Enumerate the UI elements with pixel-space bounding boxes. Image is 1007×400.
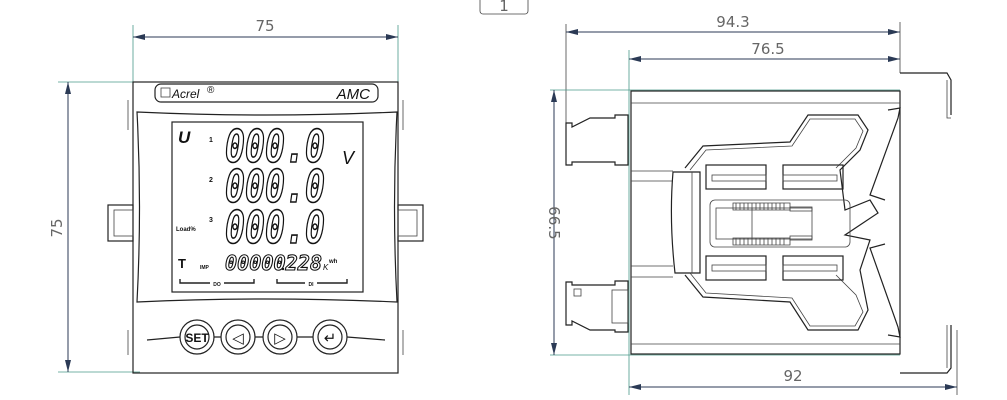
energy-value: 00000228 xyxy=(225,251,322,275)
view-marker: 1 xyxy=(479,0,529,15)
front-bezel xyxy=(900,72,952,374)
set-button[interactable]: SET xyxy=(179,319,215,355)
lcd-bezel xyxy=(136,111,398,303)
side-height-dimension: 66.5 xyxy=(545,89,900,356)
model-name: AMC xyxy=(336,86,371,103)
retaining-bracket xyxy=(684,114,879,331)
left-button[interactable]: ◁ xyxy=(220,319,256,355)
body-depth-value: 76.5 xyxy=(751,40,784,58)
overall-depth-dimension: 94.3 xyxy=(565,13,901,165)
do-label: DO xyxy=(213,282,221,288)
lcd-row-1: 000.0 xyxy=(225,122,325,173)
energy-unit-k: K xyxy=(323,263,329,272)
brand-header: Acrel ® AMC xyxy=(154,83,379,103)
enter-button[interactable]: ↵ xyxy=(312,319,348,355)
front-width-value: 75 xyxy=(255,17,274,35)
di-label: DI xyxy=(309,282,315,288)
brand-registered-mark: ® xyxy=(207,85,215,96)
front-height-value: 75 xyxy=(48,218,66,237)
row-index-2: 2 xyxy=(209,177,213,184)
front-height-dimension: 75 xyxy=(48,81,140,373)
total-symbol: T xyxy=(178,256,186,271)
load-percent-label: Load% xyxy=(176,227,196,233)
lcd-screen xyxy=(171,121,364,293)
energy-unit: wh xyxy=(328,259,338,265)
enter-icon: ↵ xyxy=(324,330,337,347)
terminal-slots xyxy=(705,164,844,281)
row-index-3: 3 xyxy=(209,217,213,224)
spring-mechanism xyxy=(709,199,851,248)
svg-text:SET: SET xyxy=(185,331,209,345)
right-arrow-icon: ▷ xyxy=(274,330,286,347)
side-height-value: 66.5 xyxy=(545,206,563,239)
body-depth-dimension: 76.5 xyxy=(628,40,900,395)
svg-text:1: 1 xyxy=(499,0,509,15)
lcd-row-3: 000.0 xyxy=(225,203,325,254)
mounting-clip xyxy=(670,171,701,274)
front-width-dimension: 75 xyxy=(132,17,399,92)
left-arrow-icon: ◁ xyxy=(232,330,244,347)
row-index-1: 1 xyxy=(209,137,213,144)
energy-tag: IMP xyxy=(200,265,210,271)
lcd-row-2: 000.0 xyxy=(225,162,325,213)
right-button[interactable]: ▷ xyxy=(262,319,298,355)
bottom-terminal-connector xyxy=(565,280,629,333)
side-view: 94.3 76.5 66.5 92 xyxy=(545,13,958,395)
front-view: 75 75 Acrel ® AMC U 1 2 xyxy=(48,17,424,374)
housing xyxy=(630,90,901,355)
unit-volts: V xyxy=(342,148,356,168)
brand-name: Acrel xyxy=(171,87,200,101)
bottom-depth-dimension: 92 xyxy=(629,330,958,395)
overall-depth-value: 94.3 xyxy=(716,13,749,31)
param-symbol: U xyxy=(178,128,191,147)
bottom-depth-value: 92 xyxy=(783,367,802,385)
top-terminal-connector xyxy=(565,114,629,166)
